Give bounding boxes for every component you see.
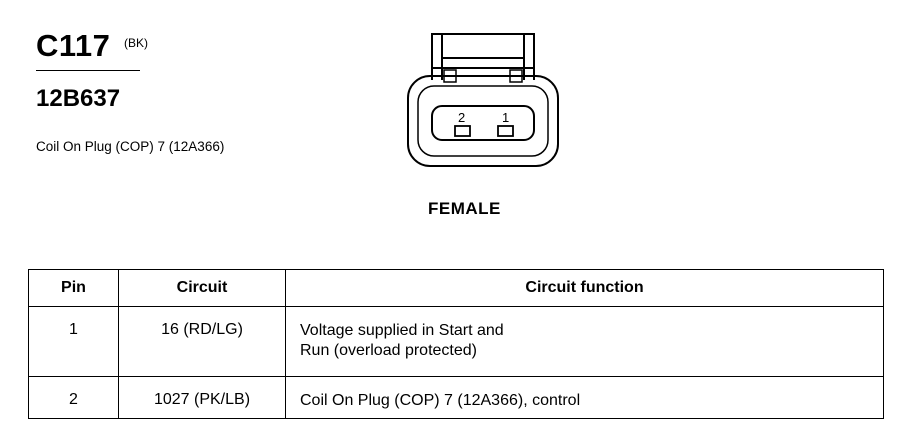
column-header-circuit: Circuit <box>118 269 286 307</box>
table-row: 2 1027 (PK/LB) Coil On Plug (COP) 7 (12A… <box>28 376 884 419</box>
circuit-function-cell: Voltage supplied in Start and Run (overl… <box>285 306 884 377</box>
pin-terminal-2 <box>454 125 471 137</box>
pin-terminal-1 <box>497 125 514 137</box>
pin-number-cell: 1 <box>28 306 119 377</box>
table-header-row: Pin Circuit Circuit function <box>28 269 884 307</box>
connector-id: C117 <box>36 28 111 63</box>
circuit-function-line: Voltage supplied in Start and <box>300 322 504 339</box>
connector-color-code: (BK) <box>124 36 148 50</box>
circuit-cell: 1027 (PK/LB) <box>118 376 286 419</box>
connector-inner-shell <box>417 85 549 157</box>
component-description: Coil On Plug (COP) 7 (12A366) <box>36 139 225 154</box>
terminal-cavity <box>431 105 535 141</box>
pinout-table: Pin Circuit Circuit function 1 16 (RD/LG… <box>28 269 884 419</box>
pin-label-2: 2 <box>458 110 465 125</box>
connector-outer-shell <box>407 75 559 167</box>
pin-label-1: 1 <box>502 110 509 125</box>
table-row: 1 16 (RD/LG) Voltage supplied in Start a… <box>28 306 884 377</box>
circuit-function-cell: Coil On Plug (COP) 7 (12A366), control <box>285 376 884 419</box>
circuit-function-line: Run (overload protected) <box>300 342 477 359</box>
circuit-function-line: Coil On Plug (COP) 7 (12A366), control <box>300 392 581 409</box>
pin-number-cell: 2 <box>28 376 119 419</box>
circuit-cell: 16 (RD/LG) <box>118 306 286 377</box>
column-header-pin: Pin <box>28 269 119 307</box>
connector-gender-label: FEMALE <box>428 199 501 218</box>
locking-tab <box>431 33 535 80</box>
header-divider <box>36 70 140 71</box>
column-header-function: Circuit function <box>285 269 884 307</box>
connector-face-diagram: 2 1 <box>407 33 559 167</box>
part-number: 12B637 <box>36 85 121 112</box>
